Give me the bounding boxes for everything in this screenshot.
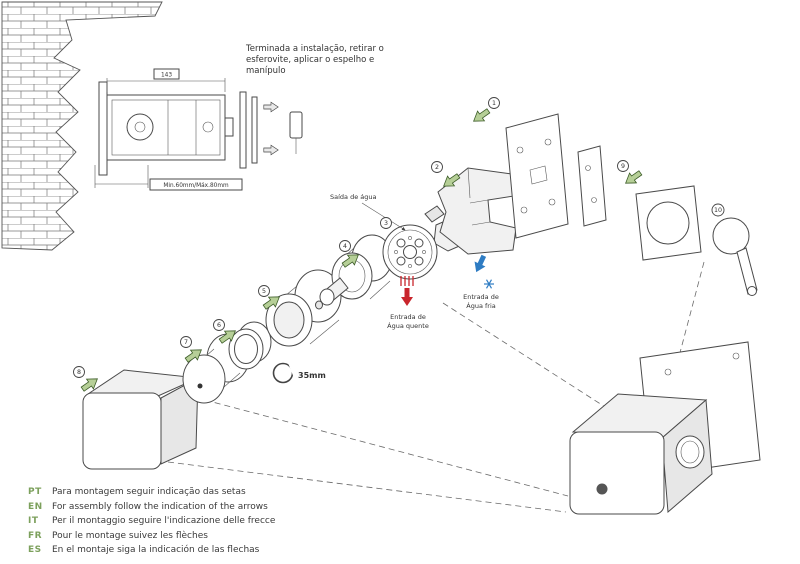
step-marker-10: 10 [711, 203, 725, 217]
instruction-text: Para montagem seguir indicação das setas [52, 487, 246, 497]
step-marker-4: 4 [339, 240, 351, 252]
instruction-row-en: EN For assembly follow the indication of… [28, 500, 275, 515]
snowflake-icon [484, 279, 494, 289]
svg-text:10: 10 [714, 207, 722, 214]
svg-text:4: 4 [343, 243, 347, 250]
cold-water-arrow [470, 253, 490, 275]
instruction-row-fr: FR Pour le montage suivez les flèches [28, 529, 275, 544]
assembly-instructions: PT Para montagem seguir indicação das se… [28, 485, 275, 558]
brick-wall [1, 1, 163, 251]
cap-set-screw [197, 383, 203, 389]
embedded-valve-side-view [98, 81, 234, 176]
hot-inlet-label-1: Entrada de [390, 313, 426, 321]
part-mirror-plate [635, 185, 702, 261]
wrench-jaw-opening [288, 363, 299, 378]
part-sleeve [265, 269, 342, 347]
wrench-size-callout: 35mm [272, 362, 326, 384]
step-marker-2: 2 [431, 161, 443, 173]
assembled-knob-dot [596, 483, 608, 495]
instruction-lang: EN [28, 501, 43, 512]
part-square-cover [82, 369, 200, 470]
remove-direction-arrow [263, 101, 279, 113]
part-cartridge [315, 234, 393, 310]
instruction-lang: FR [28, 530, 43, 541]
hot-water-inlet: Entrada de Água quente [387, 276, 429, 330]
svg-text:7: 7 [184, 339, 188, 346]
step-marker-7: 7 [180, 336, 192, 348]
step-markers: 1 2 3 4 5 6 7 8 9 10 [73, 97, 725, 378]
svg-text:9: 9 [621, 163, 625, 170]
hot-water-arrow [401, 288, 413, 306]
instruction-row-es: ES En el montaje siga la indicación de l… [28, 543, 275, 558]
water-outlet-callout: Saída de água [330, 193, 406, 231]
svg-text:3: 3 [384, 220, 388, 227]
step-marker-3: 3 [380, 217, 392, 229]
cold-water-inlet: Entrada de Água fria [463, 253, 499, 310]
cold-inlet-label-2: Água fria [466, 301, 496, 310]
instruction-row-pt: PT Para montagem seguir indicação das se… [28, 485, 275, 500]
installation-note: Terminada a instalação, retirar o esfero… [246, 44, 384, 77]
instruction-row-it: IT Per il montaggio seguire l'indicazion… [28, 514, 275, 529]
instruction-lang: ES [28, 545, 42, 556]
svg-text:2: 2 [435, 164, 439, 171]
part-valve-body [382, 205, 467, 280]
assembly-arrow [469, 105, 493, 127]
step-marker-5: 5 [258, 285, 270, 297]
svg-text:8: 8 [77, 369, 81, 376]
depth-dimension: Min.60mm/Máx.80mm [94, 165, 243, 191]
instruction-text: For assembly follow the indication of th… [52, 501, 268, 512]
instruction-lang: IT [28, 516, 39, 527]
wall-cross-section: 143 Min.60mm/Máx.80mm [1, 1, 303, 251]
assembled-unit [569, 341, 761, 515]
step-marker-1: 1 [488, 97, 500, 109]
instruction-lang: PT [28, 487, 42, 497]
part-wall-plate [505, 113, 607, 239]
width-dimension-label: 143 [161, 73, 172, 79]
svg-text:6: 6 [217, 322, 221, 329]
part-styrofoam-protection [437, 167, 517, 255]
step-marker-6: 6 [213, 319, 225, 331]
svg-text:5: 5 [262, 288, 266, 295]
instruction-text: Pour le montage suivez les flèches [52, 530, 208, 541]
part-handle-knob [712, 217, 758, 296]
cold-inlet-label-1: Entrada de [463, 293, 499, 301]
remove-direction-arrow [263, 144, 279, 156]
step-marker-9: 9 [617, 160, 629, 172]
instruction-text: Per il montaggio seguire l'indicazione d… [52, 516, 276, 527]
part-handle-cap [182, 333, 250, 404]
wrench-size-label: 35mm [298, 371, 326, 380]
svg-text:1: 1 [492, 100, 496, 107]
step-marker-8: 8 [73, 366, 85, 378]
width-dimension: 143 [106, 68, 226, 92]
edge-on-cover-plates [239, 91, 303, 169]
instruction-text: En el montaje siga la indicación de las … [52, 545, 260, 556]
construction-lines [167, 261, 705, 513]
water-outlet-label: Saída de água [330, 193, 377, 201]
part-ring [228, 321, 272, 370]
hot-inlet-label-2: Água quente [387, 321, 429, 330]
depth-dimension-label: Min.60mm/Máx.80mm [163, 182, 229, 189]
